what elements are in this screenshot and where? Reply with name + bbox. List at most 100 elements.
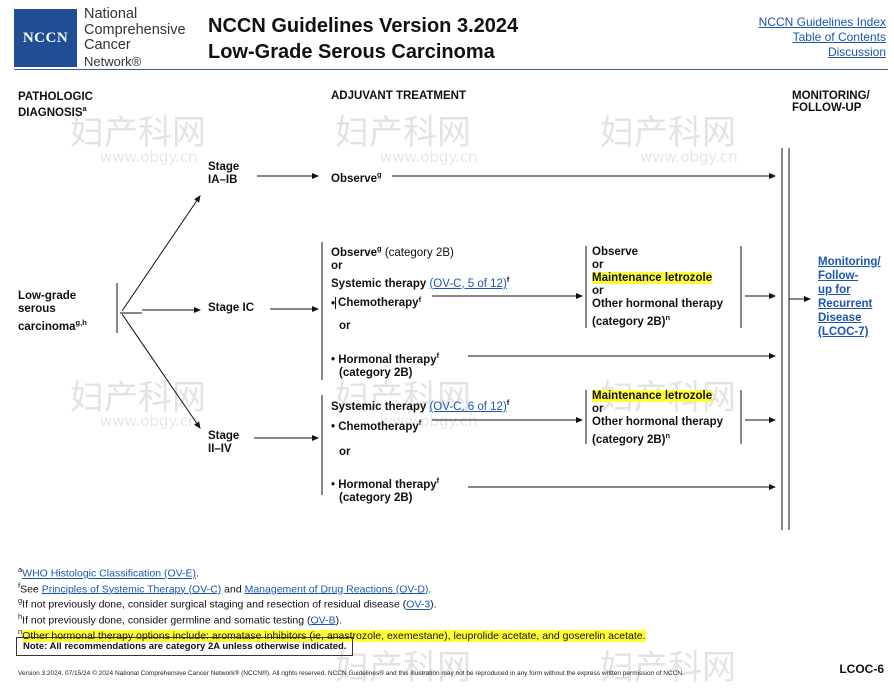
- monitoring-link-box: Monitoring/ Follow- up for Recurrent Dis…: [818, 255, 881, 339]
- stage-ic-result: Observe or Maintenance letrozole or Othe…: [592, 246, 723, 329]
- category-text: (category 2B): [381, 246, 454, 259]
- ov-3-link[interactable]: OV-3: [406, 598, 431, 611]
- org-name: National Comprehensive Cancer Network®: [84, 6, 186, 69]
- copyright-text: Version 3.2024, 07/15/24 © 2024 National…: [18, 670, 684, 677]
- footnote-sup: g: [377, 244, 382, 253]
- stage-ic-hormonal: • Hormonal therapyf (category 2B): [331, 349, 439, 380]
- option-text: • Chemotherapy: [331, 420, 419, 433]
- footnote-sup: f: [506, 398, 510, 407]
- stage-text: Stage: [208, 161, 240, 173]
- footnote-text: and: [221, 583, 245, 595]
- monitoring-link[interactable]: Recurrent: [818, 298, 873, 310]
- option-text: Observe: [331, 246, 378, 259]
- watermark: 妇产科网: [600, 648, 736, 688]
- category-text: (category 2B): [339, 366, 413, 379]
- monitoring-link[interactable]: up for: [818, 284, 851, 296]
- footnote-sup: n: [18, 627, 23, 636]
- monitoring-link[interactable]: Monitoring/: [818, 256, 881, 268]
- header-text: PATHOLOGIC: [18, 91, 93, 103]
- adjuvant-header: ADJUVANT TREATMENT: [331, 90, 467, 102]
- category-text: (category 2B): [592, 433, 666, 446]
- option-text: Systemic therapy: [331, 400, 430, 413]
- option-text: Other hormonal therapy: [592, 298, 723, 310]
- page-code: LCOC-6: [839, 662, 884, 676]
- or-text: or: [592, 285, 604, 297]
- footnote-text: If not previously done, consider germlin…: [22, 614, 311, 626]
- footnote-sup: g,h: [75, 318, 87, 327]
- or-text: or: [592, 403, 604, 415]
- stage-ic: Stage IC: [208, 302, 255, 314]
- or-text: or: [339, 445, 351, 458]
- footnotes: aWHO Histologic Classification (OV-E). f…: [18, 564, 646, 642]
- pathologic-header: PATHOLOGIC DIAGNOSISa: [18, 91, 93, 119]
- category-text: (category 2B): [592, 315, 666, 328]
- or-text: or: [339, 320, 351, 333]
- option-text: Observe: [331, 172, 378, 185]
- monitoring-link[interactable]: Follow-: [818, 270, 859, 282]
- guidelines-index-link[interactable]: NCCN Guidelines Index: [758, 15, 886, 29]
- header-links: NCCN Guidelines Index Table of Contents …: [759, 15, 886, 60]
- header-text: DIAGNOSIS: [18, 106, 83, 119]
- ov-b-link[interactable]: OV-B: [310, 614, 336, 626]
- ov-c-6-link[interactable]: (OV-C, 6 of 12): [429, 400, 507, 413]
- header-text: FOLLOW-UP: [792, 102, 862, 114]
- watermark: 妇产科网: [335, 113, 471, 153]
- footnote-sup: f: [18, 580, 21, 590]
- diagnosis-text: carcinoma: [18, 320, 76, 333]
- footnote-sup: h: [18, 611, 23, 621]
- footnote-text: .: [428, 583, 432, 595]
- stage-ii-iv-options: Systemic therapy (OV-C, 6 of 12)f • Chem…: [331, 396, 509, 459]
- monitoring-header: MONITORING/ FOLLOW-UP: [792, 90, 870, 114]
- monitoring-link[interactable]: (LCOC-7): [818, 326, 869, 338]
- stage-ii-iv-hormonal: • Hormonal therapyf (category 2B): [331, 474, 439, 505]
- category-text: (category 2B): [339, 491, 413, 504]
- header-text: MONITORING/: [792, 90, 870, 102]
- footnote-sup: g: [18, 596, 23, 605]
- diagnosis-text: Low-grade: [18, 290, 77, 302]
- footnote-sup: f: [436, 351, 440, 360]
- logo-text: NCCN: [22, 29, 69, 46]
- option-text: Systemic therapy: [331, 277, 430, 290]
- watermark-url: www.obgy.cn: [100, 412, 198, 430]
- stage-ic-options: Observeg (category 2B) or Systemic thera…: [331, 244, 510, 333]
- footnote-sup: f: [506, 274, 510, 284]
- diagnosis-box: Low-grade serous carcinomag,h: [18, 290, 87, 334]
- stage-text: Stage: [208, 430, 240, 442]
- table-of-contents-link[interactable]: Table of Contents: [792, 30, 886, 44]
- who-classification-link[interactable]: WHO Histologic Classification (OV-E): [22, 567, 197, 580]
- stage-ia-ib: Stage IA–IB: [208, 161, 239, 187]
- discussion-link[interactable]: Discussion: [827, 45, 886, 59]
- footnote-text: If not previously done, consider surgica…: [22, 598, 407, 611]
- footnote-sup: f: [418, 294, 422, 304]
- footnote-sup: n: [665, 313, 671, 322]
- watermark: 妇产科网: [335, 378, 471, 418]
- option-text: • Hormonal therapy: [331, 478, 437, 491]
- footnote-text: .: [196, 567, 199, 580]
- footnote-sup: a: [82, 104, 87, 113]
- systemic-therapy-link[interactable]: Principles of Systemic Therapy (OV-C): [41, 583, 222, 595]
- or-text: or: [331, 259, 343, 272]
- org-line: Comprehensive: [84, 21, 186, 38]
- footnote-text: ).: [335, 614, 343, 626]
- footnote-sup: g: [377, 170, 382, 179]
- footnote-sup: a: [18, 565, 23, 574]
- watermark-url: www.obgy.cn: [100, 148, 198, 166]
- watermark: 妇产科网: [335, 648, 471, 688]
- stage-text: IA–IB: [208, 174, 238, 186]
- footnote-text: Other hormonal therapy options include: …: [22, 629, 646, 642]
- footnote-text: See: [20, 583, 42, 595]
- watermark: 妇产科网: [70, 378, 206, 418]
- stage-ii-iv: Stage II–IV: [208, 430, 239, 456]
- drug-reactions-link[interactable]: Management of Drug Reactions (OV-D): [244, 583, 429, 595]
- ov-c-5-link[interactable]: (OV-C, 5 of 12): [429, 277, 507, 290]
- title-version: NCCN Guidelines Version 3.2024: [208, 15, 519, 37]
- watermark-url: www.obgy.cn: [380, 412, 478, 430]
- option-text: Maintenance letrozole: [592, 272, 713, 284]
- watermark-url: www.obgy.cn: [640, 148, 738, 166]
- monitoring-link[interactable]: Disease: [818, 312, 862, 324]
- stage-text: II–IV: [208, 443, 232, 455]
- watermark: 妇产科网: [600, 113, 736, 153]
- stage-ii-iv-result: Maintenance letrozole or Other hormonal …: [592, 390, 723, 447]
- category-note: Note: All recommendations are category 2…: [16, 637, 354, 656]
